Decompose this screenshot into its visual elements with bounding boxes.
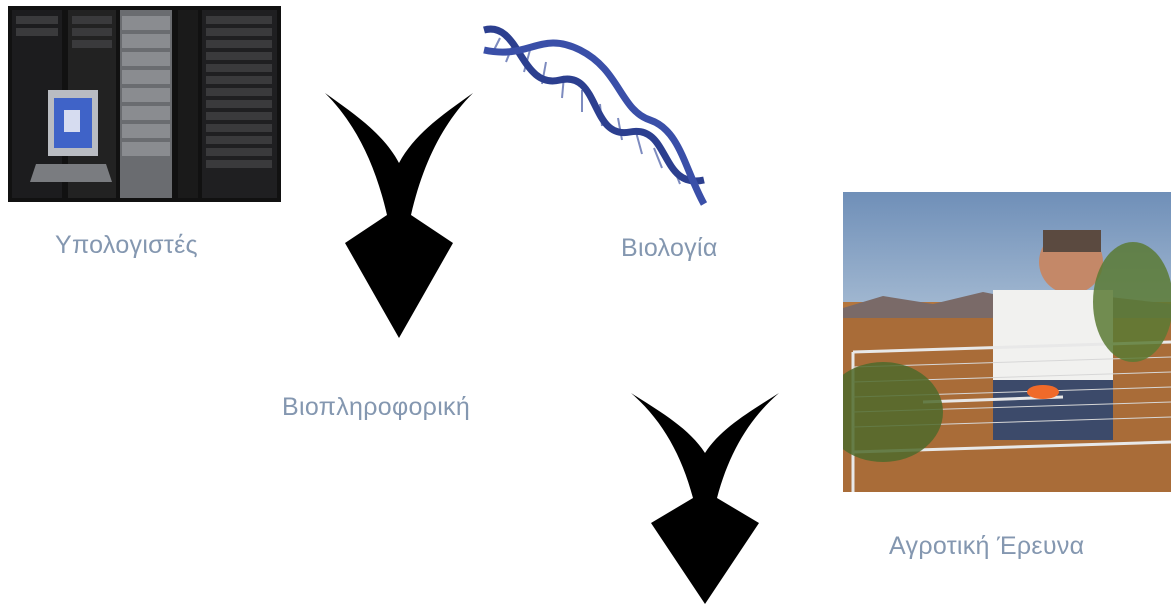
computers-label: Υπολογιστές — [55, 231, 198, 259]
agricultural-research-label: Αγροτική Έρευνα — [889, 532, 1085, 560]
bioinformatics-label: Βιοπληροφορική — [282, 393, 471, 421]
biology-label: Βιολογία — [621, 234, 718, 262]
down-arrow-icon — [325, 93, 473, 338]
server-racks-image — [8, 6, 281, 202]
down-arrow-icon — [631, 393, 779, 604]
agricultural-researcher-image — [843, 192, 1171, 492]
dna-helix-image — [480, 20, 708, 206]
